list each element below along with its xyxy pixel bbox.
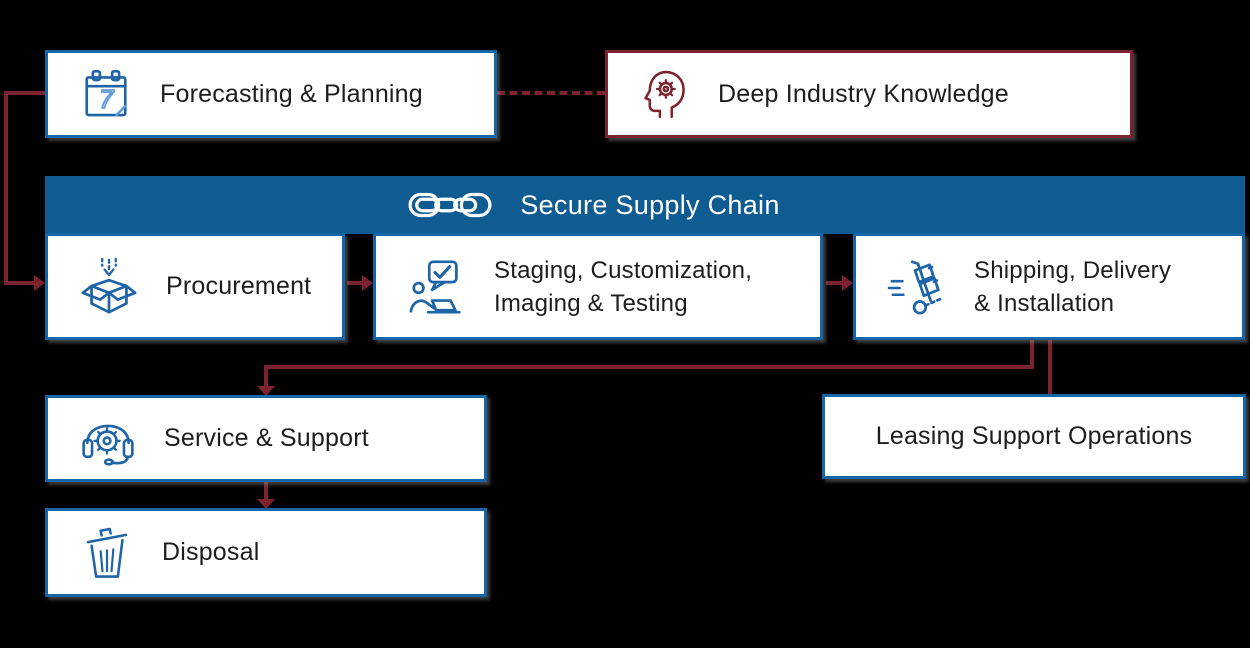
chain-links-icon <box>406 186 494 224</box>
calendar-icon: 7 <box>78 66 134 122</box>
node-forecasting-planning: 7 Forecasting & Planning <box>45 50 497 138</box>
connector-shipping-service-horizontal <box>264 365 1034 369</box>
node-deep-industry-knowledge: Deep Industry Knowledge <box>605 50 1133 138</box>
node-label: Service & Support <box>164 424 369 452</box>
arrowhead-into-procurement <box>34 275 45 291</box>
node-label: Procurement <box>166 272 312 300</box>
connector-shipping-leasing <box>1048 340 1052 394</box>
dashed-connector-knowledge <box>497 91 605 95</box>
node-staging-customization: Staging, Customization, Imaging & Testin… <box>373 233 823 340</box>
arrowhead-into-service <box>257 386 275 396</box>
node-label: Leasing Support Operations <box>875 422 1193 450</box>
connector-shipping-drop1 <box>1030 340 1034 369</box>
arrowhead-into-staging <box>362 275 373 291</box>
node-service-support: Service & Support <box>45 395 487 482</box>
connector-forecasting-stub <box>4 91 45 95</box>
trash-can-icon <box>78 524 136 582</box>
headset-gear-icon <box>78 409 138 469</box>
node-label: Forecasting & Planning <box>160 79 423 108</box>
open-box-icon <box>78 256 140 318</box>
arrowhead-into-disposal <box>257 499 275 509</box>
banner-label: Secure Supply Chain <box>520 189 780 220</box>
node-procurement: Procurement <box>45 233 345 340</box>
node-leasing-support-operations: Leasing Support Operations <box>822 394 1246 479</box>
node-label: Shipping, Delivery & Installation <box>974 256 1172 317</box>
svg-text:7: 7 <box>99 84 115 114</box>
person-laptop-icon <box>406 256 468 318</box>
connector-staging-shipping <box>826 281 842 285</box>
connector-procurement-staging <box>347 281 362 285</box>
head-gear-icon <box>638 66 692 122</box>
node-label: Disposal <box>162 538 260 566</box>
connector-service-drop <box>264 365 268 386</box>
node-label: Deep Industry Knowledge <box>718 79 1009 108</box>
arrowhead-into-shipping <box>842 275 853 291</box>
secure-supply-chain-banner: Secure Supply Chain <box>45 176 1245 234</box>
node-label: Staging, Customization, Imaging & Testin… <box>494 256 753 317</box>
node-shipping-delivery: Shipping, Delivery & Installation <box>853 233 1245 340</box>
connector-service-disposal <box>264 482 268 499</box>
hand-truck-icon <box>886 256 948 318</box>
connector-left-horizontal <box>4 281 34 285</box>
connector-left-vertical <box>4 91 8 285</box>
node-disposal: Disposal <box>45 508 487 597</box>
